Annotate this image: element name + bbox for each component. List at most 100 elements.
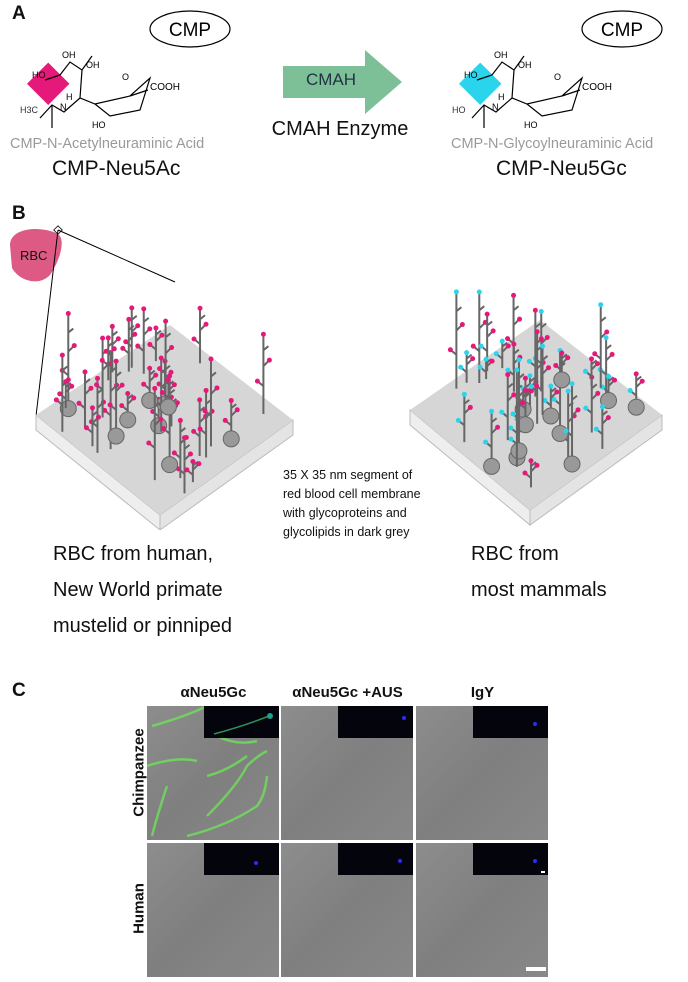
- sialic-acid-mark: [606, 373, 612, 379]
- micrograph-human-aneu5gc-aus: [281, 843, 413, 977]
- glycan-chain: [103, 352, 118, 450]
- micrograph-human-igy: [416, 843, 548, 977]
- caption-line: New World primate: [53, 579, 223, 601]
- sialic-acid-mark: [538, 336, 544, 342]
- sialic-acid-mark: [603, 335, 609, 341]
- sialic-acid-mark: [599, 404, 605, 410]
- sialic-acid-mark: [554, 389, 560, 395]
- sialic-acid-mark: [260, 331, 266, 337]
- neu5ac-short-name: CMP-Neu5Ac: [52, 157, 181, 180]
- sialic-acid-mark: [183, 434, 189, 440]
- sialic-acid-mark: [516, 357, 522, 363]
- glycoprotein-body: [553, 371, 571, 389]
- svg-text:N: N: [492, 102, 499, 112]
- sialic-acid-mark: [505, 343, 511, 349]
- sialic-acid-mark: [589, 356, 595, 362]
- sialic-acid-mark: [595, 390, 601, 396]
- svg-text:OH: OH: [494, 50, 508, 60]
- fluorescence-inset: [338, 843, 413, 875]
- glycan-chain: [534, 311, 548, 392]
- glycoprotein-body: [159, 398, 177, 416]
- cmah-enzyme-caption: CMAH Enzyme: [271, 118, 409, 140]
- sialic-acid-mark: [505, 336, 511, 342]
- sialic-acid-mark: [89, 405, 95, 411]
- sialic-acid-mark: [484, 311, 490, 317]
- glycan-chain: [158, 321, 173, 402]
- svg-text:H: H: [498, 92, 505, 102]
- glycan-chain: [480, 314, 494, 372]
- sialic-acid-mark: [191, 336, 197, 342]
- sialic-acid-mark: [478, 343, 484, 349]
- glycan-chain: [501, 374, 515, 441]
- sialic-acid-mark: [639, 378, 645, 384]
- h3c-label: H3C: [20, 105, 39, 115]
- right-rbc-caption: RBC from most mammals: [471, 536, 607, 608]
- glycan-chain: [565, 383, 579, 465]
- sialic-acid-mark: [88, 385, 94, 391]
- rbc-label: RBC: [20, 248, 48, 263]
- sialic-acid-mark: [158, 355, 164, 361]
- sialic-acid-mark: [184, 467, 190, 473]
- sialic-acid-mark: [489, 408, 495, 414]
- glycan-chain: [61, 313, 75, 409]
- sialic-acid-mark: [163, 318, 169, 324]
- sialic-acid-mark: [83, 425, 89, 431]
- acetyl-diamond: [27, 62, 70, 105]
- glycan-chain: [154, 358, 168, 432]
- sialic-acid-mark: [123, 339, 129, 345]
- left-rbc-caption: RBC from human, New World primate mustel…: [53, 536, 232, 644]
- sialic-acid-mark: [583, 405, 589, 411]
- micrograph-chimp-igy: [416, 706, 548, 840]
- sialic-acid-mark: [534, 329, 540, 335]
- sialic-acid-mark: [534, 383, 540, 389]
- fluorescence-inset: [338, 706, 413, 738]
- sialic-acid-mark: [153, 372, 159, 378]
- sialic-acid-mark: [147, 342, 153, 348]
- glycoprotein-body: [551, 424, 569, 442]
- sialic-acid-mark: [459, 322, 465, 328]
- glycan-chain: [161, 379, 176, 407]
- glycan-chain: [173, 420, 188, 479]
- sialic-acid-mark: [548, 383, 554, 389]
- cmah-arrow-label: CMAH: [305, 70, 357, 89]
- svg-text:O: O: [554, 72, 561, 82]
- sialic-acid-mark: [477, 364, 483, 370]
- sialic-acid-mark: [111, 346, 117, 352]
- sialic-acid-mark: [544, 334, 550, 340]
- glycan-chain: [479, 358, 493, 380]
- glycan-chain: [193, 308, 207, 364]
- sialic-acid-mark: [514, 367, 520, 373]
- sialic-acid-mark: [583, 368, 589, 374]
- glycan-chain: [599, 337, 613, 395]
- sialic-acid-mark: [57, 391, 63, 397]
- svg-text:HO: HO: [464, 70, 478, 80]
- caption-line: most mammals: [471, 579, 607, 601]
- sialic-acid-mark: [528, 388, 534, 394]
- sialic-acid-mark: [483, 439, 489, 445]
- caption-line: RBC from: [471, 543, 559, 565]
- glycan-chain: [256, 334, 271, 415]
- sialic-acid-mark: [159, 389, 165, 395]
- glycan-chain: [457, 394, 472, 443]
- zoom-lines: [35, 229, 176, 417]
- glycan-chain: [594, 304, 608, 388]
- sialic-acid-mark: [141, 306, 147, 312]
- sialic-acid-mark: [125, 390, 131, 396]
- glycan-chain: [484, 411, 499, 467]
- column-header: αNeu5Gc: [180, 684, 247, 701]
- sialic-acid-mark: [208, 356, 214, 362]
- sialic-acid-mark: [153, 325, 159, 331]
- cmp-label-right: CMP: [601, 20, 643, 41]
- glycan-chain: [143, 368, 157, 401]
- caption-line: red blood cell membrane: [283, 487, 421, 501]
- svg-text:OH: OH: [86, 60, 100, 70]
- sialic-acid-mark: [467, 404, 473, 410]
- sialic-acid-mark: [203, 321, 209, 327]
- glycoprotein-body: [510, 442, 528, 460]
- sialic-acid-mark: [565, 388, 571, 394]
- sialic-acid-mark: [161, 426, 167, 432]
- glycan-chain: [59, 381, 73, 409]
- sialic-acid-mark: [605, 415, 611, 421]
- glycan-chain: [95, 338, 110, 418]
